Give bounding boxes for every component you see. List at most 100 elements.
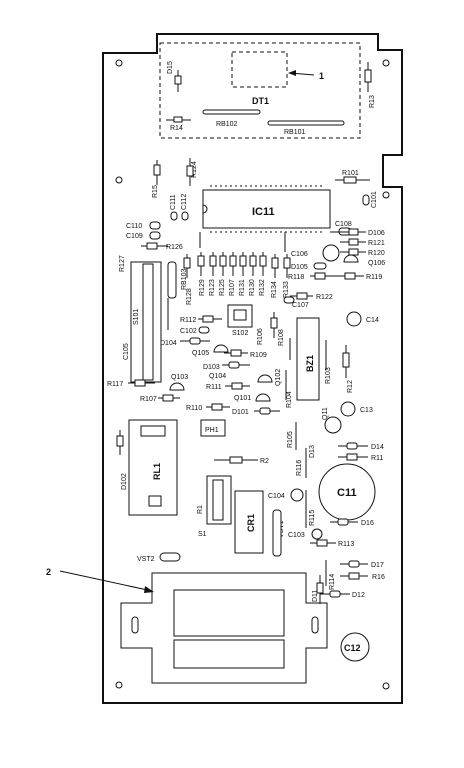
rl1-label: RL1 (152, 463, 162, 480)
r112-label: R112 (180, 317, 196, 324)
ph1-part (200, 419, 226, 437)
mount-hole (115, 681, 123, 689)
dt1-inner-dashed (231, 51, 288, 88)
r133-label: R133 (283, 281, 290, 298)
vst2-label: VST2 (137, 556, 155, 563)
s1-label: S1 (198, 531, 207, 538)
d11-label: D11 (312, 590, 319, 602)
r110-label: R110 (186, 405, 202, 412)
r16-label: R16 (372, 574, 385, 581)
misc-traces (160, 231, 340, 360)
callout-1-arrow (288, 70, 296, 76)
dt1-dashed-region (159, 42, 361, 139)
r119-label: R119 (366, 274, 382, 281)
bz1-buzzer (296, 317, 320, 401)
q106-label: Q106 (368, 260, 385, 267)
c109-label: C109 (126, 233, 143, 240)
s102-label: S102 (232, 330, 248, 337)
ic11-pins (210, 185, 325, 233)
r130-label: R130 (249, 279, 256, 296)
r14-label: R14 (170, 125, 183, 132)
d103-label: D103 (203, 364, 220, 371)
callout-2-leader (59, 570, 153, 592)
c12-label: C12 (344, 643, 361, 653)
r12-label: R12 (347, 380, 354, 393)
r132-label: R132 (259, 279, 266, 296)
r109-label: R109 (250, 352, 267, 359)
c14-label: C14 (366, 317, 379, 324)
r114-label: R114 (329, 574, 336, 590)
r126-label: R126 (166, 244, 183, 251)
q11-label: Q11 (322, 407, 329, 420)
r107-label: R107 (140, 396, 157, 403)
r124-label: R124 (191, 161, 198, 178)
d16-label: D16 (361, 520, 374, 527)
rb102-bar (202, 109, 261, 115)
c106-label: C106 (291, 251, 308, 258)
d14-label: D14 (371, 444, 384, 451)
c14-cap (346, 311, 362, 327)
c11-label: C11 (337, 487, 357, 499)
mount-hole (115, 59, 123, 67)
d106-label: D106 (368, 230, 385, 237)
q103-label: Q103 (171, 374, 188, 381)
q101-label: Q101 (234, 395, 251, 402)
r101-label: R101 (342, 170, 359, 177)
r15-label: R15 (152, 185, 159, 198)
rb102-label: RB102 (216, 121, 238, 128)
d105-label: D105 (291, 264, 308, 271)
c104-label: C104 (268, 493, 285, 500)
r2-label: R2 (260, 458, 269, 465)
d12-label: D12 (352, 592, 365, 599)
r106-label: R106 (257, 328, 264, 345)
q104-label: Q104 (209, 373, 226, 380)
c13-label: C13 (360, 407, 373, 414)
r108-label: R108 (278, 329, 285, 346)
d102-label: D102 (121, 473, 128, 490)
c110-label: C110 (126, 223, 142, 230)
board-outline (102, 33, 403, 704)
ph1-label: PH1 (205, 427, 219, 434)
r115-label: R115 (309, 510, 316, 526)
r125-label: R125 (219, 279, 226, 296)
q11-transistor (324, 416, 342, 434)
r113-label: R113 (338, 541, 354, 548)
r11-label: R11 (371, 455, 383, 462)
r1-label: R1 (197, 505, 204, 514)
mount-hole (382, 59, 390, 67)
ic11-chip (202, 189, 331, 229)
mount-hole (382, 682, 390, 690)
vst2-part (159, 552, 181, 562)
cr1-label: CR1 (246, 514, 256, 532)
rb101-bar (267, 120, 345, 126)
dt1-label: DT1 (252, 96, 269, 106)
rb101-label: RB101 (284, 129, 306, 136)
c13-cap (340, 401, 356, 417)
r129-label: R129 (199, 279, 206, 296)
c103-label: C103 (288, 532, 305, 539)
r13-label: R13 (369, 95, 376, 108)
c112-label: C112 (181, 194, 188, 210)
r118-label: R118 (288, 274, 304, 281)
d15-label: D15 (167, 61, 174, 74)
r117-label: R117 (107, 381, 123, 388)
c12-capacitor (340, 632, 370, 662)
r103-label: R103 (325, 367, 332, 384)
r120-label: R120 (368, 250, 385, 257)
d13-label: D13 (309, 445, 316, 458)
q105-label: Q105 (192, 350, 209, 357)
r107s-label: R107 (229, 279, 236, 296)
r116-label: R116 (296, 460, 303, 476)
callout-2-arrow (144, 586, 154, 593)
r104-label: R104 (286, 391, 293, 408)
c102-label: C102 (180, 328, 197, 335)
c108-label: C108 (335, 221, 352, 228)
c107-label: C107 (292, 302, 309, 309)
bz1-label: BZ1 (305, 355, 315, 372)
r122-label: R122 (316, 294, 333, 301)
ic11-label: IC11 (252, 206, 275, 218)
mount-hole (115, 176, 123, 184)
cr1-part (234, 490, 264, 554)
mount-hole (382, 191, 390, 199)
